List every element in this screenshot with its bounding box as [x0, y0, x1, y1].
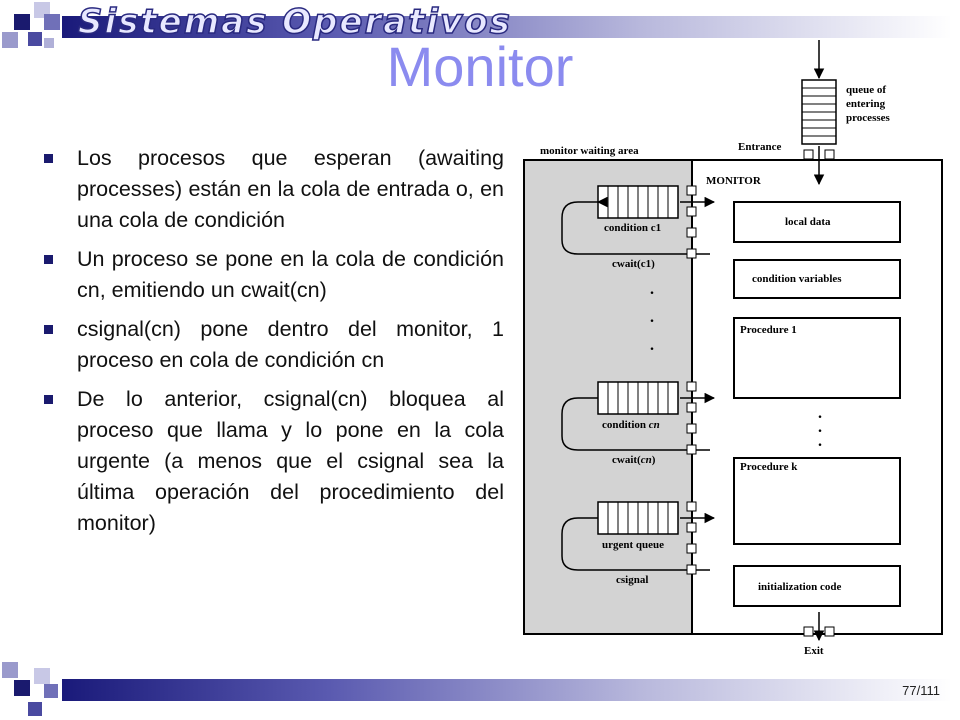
queue-label: processes	[846, 112, 891, 124]
bullet-square-icon	[44, 395, 53, 404]
bullet-list: Los procesos que esperan (awaiting proce…	[44, 143, 504, 547]
entering-queue	[801, 79, 837, 145]
procedure-k-box	[733, 457, 901, 545]
bullet-square-icon	[44, 154, 53, 163]
decor-square	[44, 38, 54, 48]
condition-cn-queue	[597, 381, 679, 415]
exit-label: Exit	[804, 645, 824, 657]
bullet-square-icon	[44, 255, 53, 264]
page-number: 77/111	[902, 683, 940, 698]
procedure-k-label: Procedure k	[740, 461, 798, 473]
header-band	[62, 16, 952, 38]
local-data-label: local data	[785, 216, 831, 228]
queue-label: entering	[846, 98, 886, 110]
ellipsis-dot: .	[818, 419, 822, 436]
queue-label: queue of	[846, 84, 886, 96]
condition-variables-label: condition variables	[752, 273, 842, 285]
bullet-text: De lo anterior, csignal(cn) bloquea al p…	[77, 387, 504, 535]
cwait-c1-label: cwait(c1)	[612, 258, 655, 270]
decor-square	[44, 684, 58, 698]
entrance-label: Entrance	[738, 141, 782, 153]
bullet-text: Un proceso se pone en la cola de condici…	[77, 247, 504, 302]
bullet-square-icon	[44, 325, 53, 334]
procedure-1-label: Procedure 1	[740, 324, 797, 336]
decor-square	[2, 32, 18, 48]
footer-band	[62, 679, 952, 701]
local-data-box	[733, 201, 901, 243]
ellipsis-dot: .	[818, 433, 822, 450]
urgent-queue-label: urgent queue	[602, 539, 664, 551]
decor-square	[28, 32, 42, 46]
brand-wordmark: Sistemas Operativos	[77, 1, 512, 43]
ellipsis-dot: .	[650, 337, 654, 354]
decor-square	[34, 668, 50, 684]
urgent-queue	[597, 501, 679, 535]
bullet-item: Un proceso se pone en la cola de condici…	[44, 244, 504, 306]
bullet-item: Los procesos que esperan (awaiting proce…	[44, 143, 504, 236]
condition-cn-label: condition cn	[602, 419, 660, 431]
decor-square	[28, 702, 42, 716]
bullet-item: De lo anterior, csignal(cn) bloquea al p…	[44, 384, 504, 539]
condition-c1-label: condition c1	[604, 222, 661, 234]
bullet-text: Los procesos que esperan (awaiting proce…	[77, 146, 504, 232]
cwait-cn-label: cwait(cn)	[612, 454, 656, 466]
ellipsis-dot: .	[818, 405, 822, 422]
condition-variables-box	[733, 259, 901, 299]
decor-square	[2, 662, 18, 678]
decor-square	[14, 680, 30, 696]
ellipsis-dot: .	[650, 281, 654, 298]
ellipsis-dot: .	[650, 309, 654, 326]
decor-square	[44, 14, 60, 30]
page-title: Monitor	[386, 35, 574, 98]
decor-square	[14, 14, 30, 30]
initialization-code-box	[733, 565, 901, 607]
monitor-label: MONITOR	[706, 175, 762, 187]
bullet-text: csignal(cn) pone dentro del monitor, 1 p…	[77, 317, 504, 372]
bullet-item: csignal(cn) pone dentro del monitor, 1 p…	[44, 314, 504, 376]
procedure-1-box	[733, 317, 901, 399]
csignal-label: csignal	[616, 574, 648, 586]
waiting-area-label: monitor waiting area	[540, 145, 639, 157]
condition-c1-queue	[597, 185, 679, 219]
initialization-code-label: initialization code	[758, 581, 842, 593]
